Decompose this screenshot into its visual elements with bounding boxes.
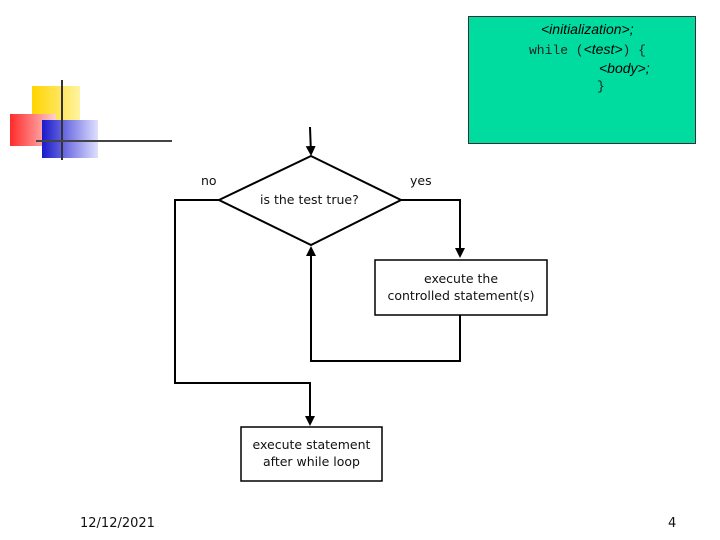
decor-blue-square bbox=[42, 120, 98, 158]
no-label: no bbox=[201, 173, 217, 188]
yes-arrow bbox=[401, 199, 465, 258]
decision-diamond bbox=[216, 154, 404, 247]
while-loop-syntax-box: <initialization>; while (<test>) { <body… bbox=[468, 16, 696, 144]
entry-arrow bbox=[305, 126, 316, 156]
page-number: 4 bbox=[668, 516, 677, 531]
code-line-close-brace: } bbox=[597, 79, 605, 94]
no-arrow bbox=[174, 199, 315, 426]
loop-back-arrow bbox=[306, 246, 461, 362]
code-line-while: while (<test>) { bbox=[529, 41, 646, 58]
footer-date: 12/12/2021 bbox=[80, 516, 155, 531]
after-loop-line2: after while loop bbox=[262, 454, 360, 469]
decision-label: is the test true? bbox=[260, 192, 359, 207]
controlled-statement-line2: controlled statement(s) bbox=[387, 288, 535, 303]
code-line-initialization: <initialization>; bbox=[541, 21, 634, 37]
after-loop-line1: execute statement bbox=[252, 437, 371, 452]
controlled-statement-line1: execute the bbox=[423, 271, 499, 286]
yes-label: yes bbox=[410, 173, 432, 188]
controlled-statement-box bbox=[374, 259, 548, 316]
code-line-body: <body>; bbox=[599, 60, 650, 76]
after-loop-text: execute statement after while loop bbox=[241, 436, 382, 470]
after-loop-box bbox=[240, 426, 383, 482]
controlled-statement-text: execute the controlled statement(s) bbox=[375, 270, 547, 304]
